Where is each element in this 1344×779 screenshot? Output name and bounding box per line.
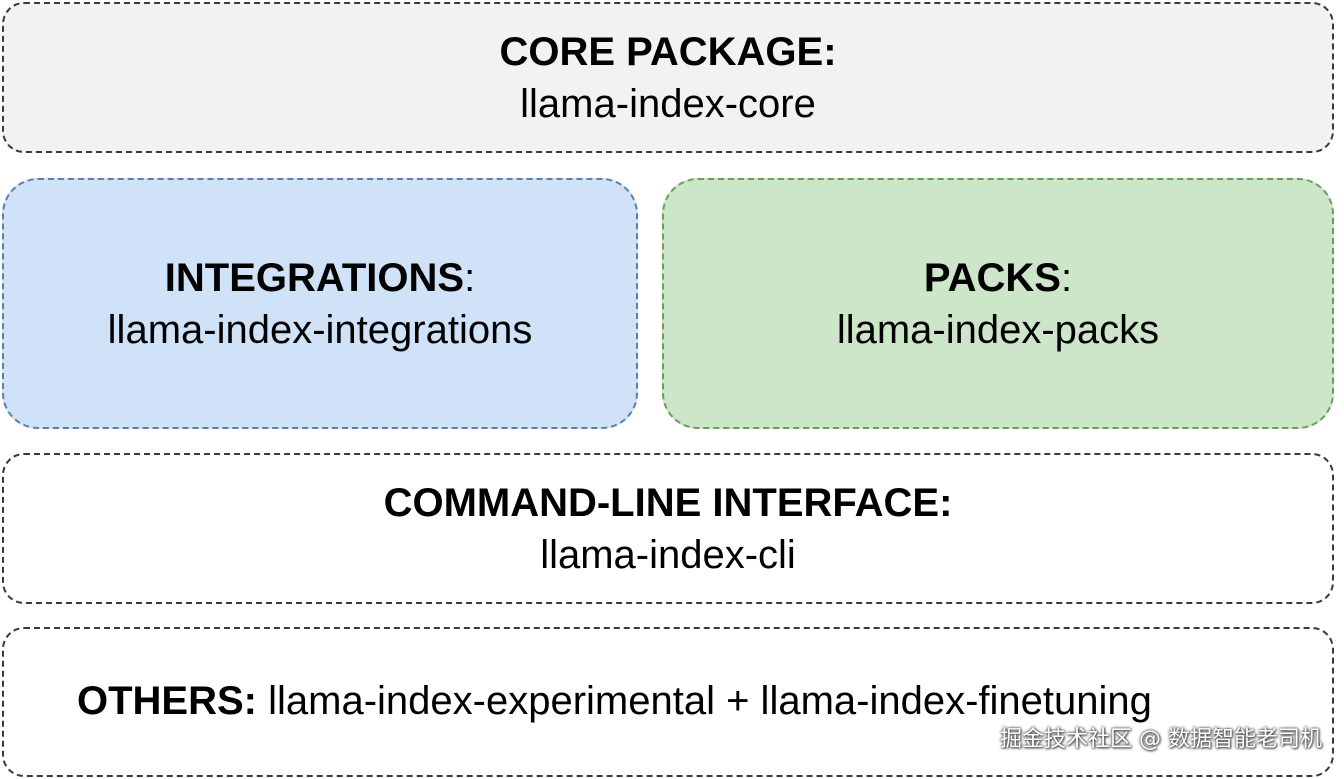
- core-package-name: llama-index-core: [520, 81, 816, 126]
- core-package-box: CORE PACKAGE: llama-index-core: [2, 2, 1334, 153]
- others-label: OTHERS:: [77, 679, 257, 723]
- packs-box: PACKS: llama-index-packs: [662, 178, 1334, 429]
- packs-title: PACKS: [923, 255, 1061, 300]
- packs-colon: :: [1060, 255, 1073, 300]
- others-line: OTHERS: llama-index-experimental + llama…: [77, 675, 1152, 727]
- cli-title: COMMAND-LINE INTERFACE:: [383, 480, 953, 525]
- integrations-title-line: INTEGRATIONS:: [165, 252, 475, 304]
- packs-package-name: llama-index-packs: [836, 307, 1160, 352]
- others-box: OTHERS: llama-index-experimental + llama…: [2, 627, 1334, 777]
- watermark-text: 掘金技术社区 @ 数据智能老司机: [1000, 727, 1322, 752]
- integrations-box: INTEGRATIONS: llama-index-integrations: [2, 178, 638, 429]
- integrations-title: INTEGRATIONS: [164, 255, 465, 300]
- integrations-colon: :: [464, 255, 476, 300]
- others-packages: llama-index-experimental + llama-index-f…: [257, 679, 1152, 723]
- cli-package-name: llama-index-cli: [540, 532, 796, 577]
- core-package-title: CORE PACKAGE:: [499, 29, 837, 74]
- integrations-package-name: llama-index-integrations: [107, 307, 533, 352]
- cli-box: COMMAND-LINE INTERFACE: llama-index-cli: [2, 453, 1334, 604]
- packs-title-line: PACKS:: [924, 252, 1072, 304]
